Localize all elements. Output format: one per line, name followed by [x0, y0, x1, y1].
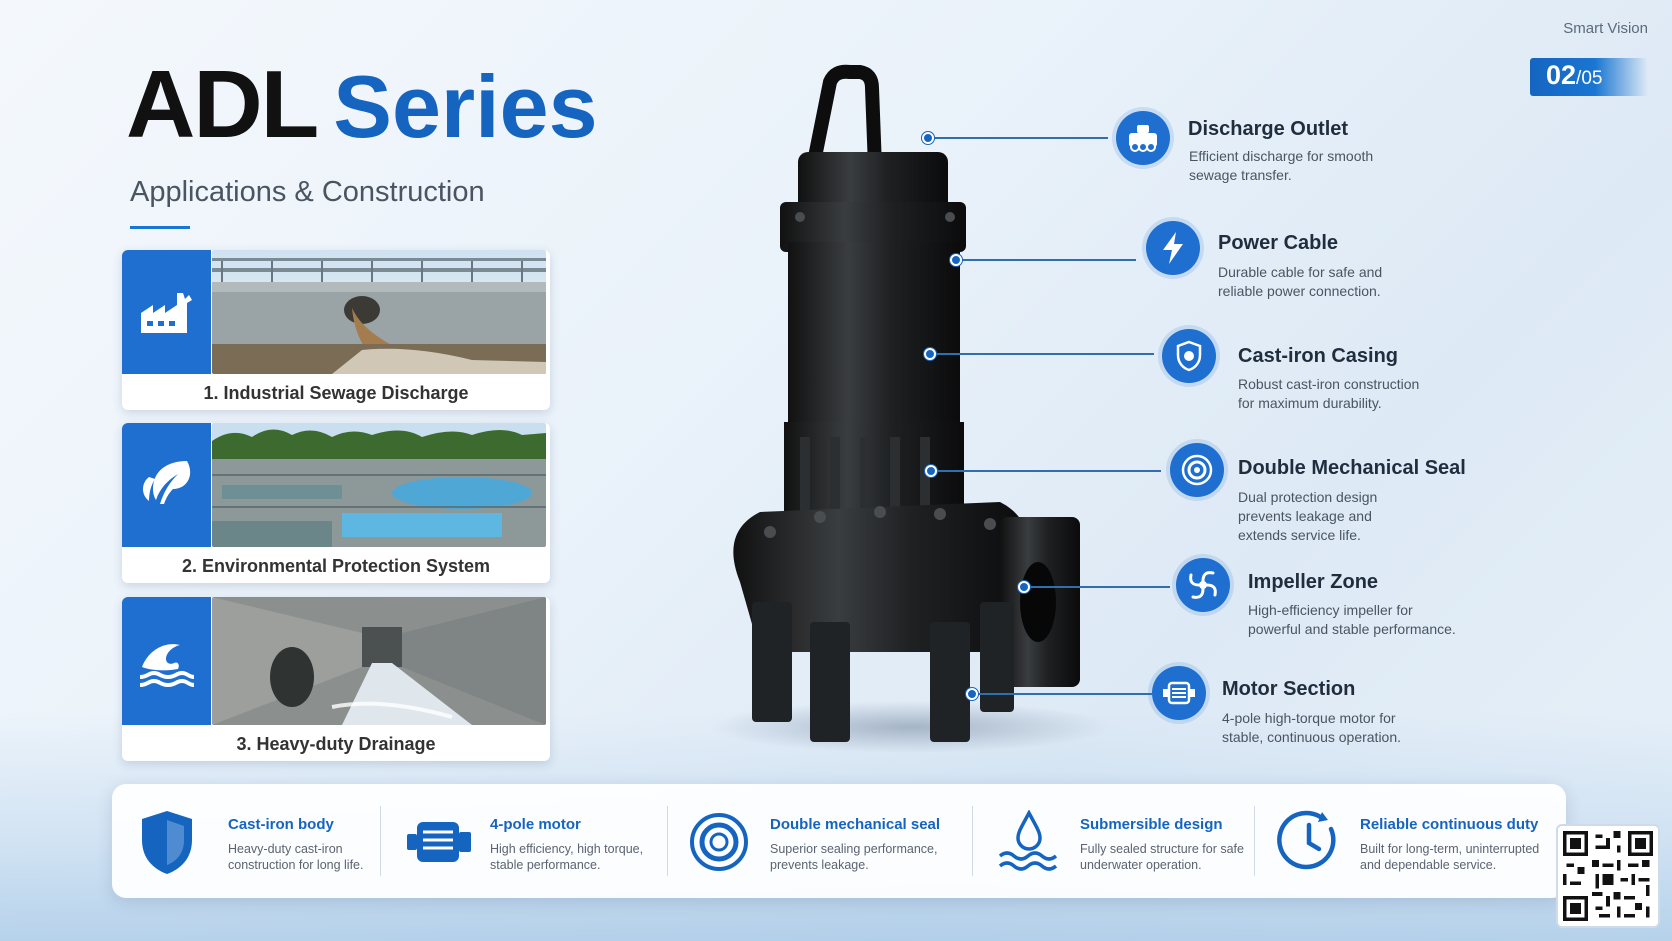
shield-icon [1162, 329, 1216, 383]
feature-cast-iron-body: Cast-iron body Heavy-duty cast-iron cons… [130, 784, 370, 898]
factory-icon [122, 250, 211, 374]
application-card-industrial: 1. Industrial Sewage Discharge [122, 250, 550, 410]
feature-divider [972, 806, 973, 876]
feature-title: Submersible design [1080, 816, 1223, 833]
shield-icon [130, 806, 204, 878]
page-current: 02 [1546, 60, 1577, 90]
callout-line [928, 137, 1108, 139]
callout-line [1030, 586, 1170, 588]
seal-ring-icon [1170, 443, 1224, 497]
callout-line [931, 470, 1161, 472]
lightning-icon [1146, 221, 1200, 275]
callout-line [972, 693, 1152, 695]
clock-icon [1272, 806, 1346, 878]
callout-dot [924, 348, 936, 360]
pipe-outlet-icon [1116, 111, 1170, 165]
feature-desc: Fully sealed structure for safe underwat… [1080, 842, 1244, 872]
callout-dot [1018, 581, 1030, 593]
feature-reliable-continuous-duty: Reliable continuous duty Built for long-… [1272, 784, 1562, 898]
callout-desc: Efficient discharge for smooth sewage tr… [1189, 148, 1374, 183]
callout-desc: Dual protection design prevents leakage … [1238, 489, 1378, 543]
callout-line [956, 259, 1136, 261]
pump-image [700, 62, 1120, 762]
page-indicator: 02/05 [1530, 58, 1648, 96]
callout-title: Impeller Zone [1248, 571, 1379, 593]
feature-desc: Built for long-term, uninterrupted and d… [1360, 842, 1540, 872]
environmental-system-photo [212, 423, 546, 547]
seal-ring-icon [682, 806, 756, 878]
callout-title: Power Cable [1218, 232, 1339, 254]
brand-label: Smart Vision [1563, 20, 1648, 37]
feature-desc: High efficiency, high torque, stable per… [490, 842, 644, 872]
callout-line [930, 353, 1154, 355]
feature-divider [667, 806, 668, 876]
feature-divider [1254, 806, 1255, 876]
feature-title: Double mechanical seal [770, 816, 941, 833]
feature-title: Reliable continuous duty [1360, 816, 1539, 833]
feature-submersible-design: Submersible design Fully sealed structur… [992, 784, 1272, 898]
title-divider [130, 226, 190, 229]
feature-double-mechanical-seal: Double mechanical seal Superior sealing … [682, 784, 972, 898]
features-bar: Cast-iron body Heavy-duty cast-iron cons… [112, 784, 1566, 898]
water-drop-icon [992, 806, 1066, 878]
application-card-drainage: 3. Heavy-duty Drainage [122, 597, 550, 761]
industrial-sewage-photo [212, 250, 546, 374]
callout-desc: 4-pole high-torque motor for stable, con… [1222, 710, 1402, 745]
feature-desc: Heavy-duty cast-iron construction for lo… [228, 842, 364, 872]
qr-code[interactable] [1556, 824, 1660, 928]
feature-divider [380, 806, 381, 876]
callout-dot [950, 254, 962, 266]
callout-dot [966, 688, 978, 700]
impeller-icon [1176, 558, 1230, 612]
callout-desc: Robust cast-iron construction for maximu… [1238, 376, 1420, 411]
application-caption: 3. Heavy-duty Drainage [236, 734, 436, 754]
callout-title: Cast-iron Casing [1238, 345, 1399, 367]
motor-icon [1152, 666, 1206, 720]
callout-dot [922, 132, 934, 144]
title-main: ADL [126, 51, 319, 158]
page-subtitle: Applications & Construction [130, 176, 485, 208]
leaf-icon [122, 423, 211, 547]
callout-title: Double Mechanical Seal [1238, 457, 1466, 479]
application-card-environmental: 2. Environmental Protection System [122, 423, 550, 583]
page-total: /05 [1576, 68, 1603, 89]
feature-desc: Superior sealing performance, prevents l… [770, 842, 938, 872]
feature-title: 4-pole motor [490, 816, 581, 833]
callout-desc: High-efficiency impeller for powerful an… [1248, 602, 1456, 637]
motor-icon [402, 806, 476, 878]
application-caption: 2. Environmental Protection System [181, 556, 491, 576]
callout-title: Motor Section [1222, 678, 1356, 700]
heavy-drainage-photo [212, 597, 546, 725]
wave-icon [122, 597, 211, 725]
application-caption: 1. Industrial Sewage Discharge [203, 383, 469, 403]
callout-desc: Durable cable for safe and reliable powe… [1218, 264, 1383, 299]
callout-dot [925, 465, 937, 477]
callout-title: Discharge Outlet [1188, 118, 1349, 140]
title-accent: Series [333, 57, 598, 156]
feature-title: Cast-iron body [228, 816, 334, 833]
feature-4-pole-motor: 4-pole motor High efficiency, high torqu… [402, 784, 662, 898]
